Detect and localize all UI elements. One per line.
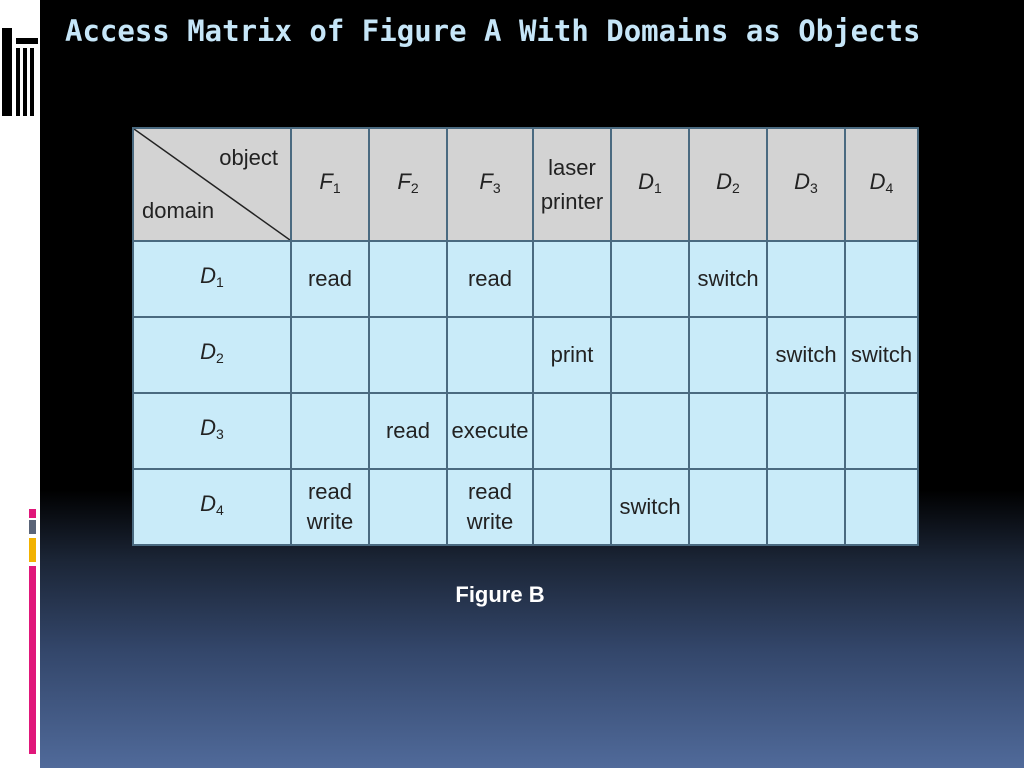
table-cell: switch	[610, 468, 690, 546]
diagonal-line	[134, 129, 290, 240]
table-cell	[532, 468, 612, 546]
corner-object-label: object	[219, 145, 278, 170]
table-cell	[844, 240, 919, 318]
column-header: laser printer	[532, 127, 612, 242]
column-header: F1	[290, 127, 370, 242]
table-cell	[688, 392, 768, 470]
table-cell: read	[290, 240, 370, 318]
column-header: D2	[688, 127, 768, 242]
row-header-label: D3	[200, 415, 224, 442]
column-header-label: D4	[869, 168, 894, 196]
table-cell: read	[368, 392, 448, 470]
table-row: D2 print switch switch	[132, 316, 919, 394]
table-cell	[290, 392, 370, 470]
table-cell	[766, 240, 846, 318]
column-header-label: F1	[319, 168, 341, 196]
table-cell	[446, 316, 534, 394]
table-cell: execute	[446, 392, 534, 470]
table-cell	[368, 316, 448, 394]
table-cell	[766, 392, 846, 470]
table-cell	[610, 392, 690, 470]
column-header-label: D1	[638, 168, 662, 196]
table-cell	[844, 468, 919, 546]
table-cell	[532, 240, 612, 318]
slide-title: Access Matrix of Figure A With Domains a…	[65, 14, 921, 48]
table-cell	[368, 240, 448, 318]
table-cell	[368, 468, 448, 546]
column-header-label: D3	[794, 168, 818, 196]
table-row: D1 read read switch	[132, 240, 919, 318]
column-header: D4	[844, 127, 919, 242]
table-cell: switch	[844, 316, 919, 394]
corner-header-cell: object domain	[132, 127, 292, 242]
column-header-label: F2	[397, 168, 419, 196]
column-header-label: F3	[479, 168, 501, 196]
table-cell: print	[532, 316, 612, 394]
row-header-label: D2	[200, 339, 224, 366]
column-header: D3	[766, 127, 846, 242]
corner-domain-label: domain	[142, 198, 215, 223]
table-cell	[290, 316, 370, 394]
accent-bar-magenta-long	[29, 566, 36, 754]
slide-logo	[0, 18, 40, 118]
table-cell	[688, 316, 768, 394]
figure-caption: Figure B	[455, 582, 545, 607]
row-header: D1	[132, 240, 292, 318]
column-header: F3	[446, 127, 534, 242]
table-cell: read	[446, 240, 534, 318]
column-header: F2	[368, 127, 448, 242]
table-cell: switch	[688, 240, 768, 318]
table-cell	[844, 392, 919, 470]
column-header-label: laser printer	[540, 154, 604, 214]
column-header-label: D2	[716, 168, 740, 196]
table-cell: switch	[766, 316, 846, 394]
access-matrix-table: object domain F1 F2 F3 laser printer D1 …	[132, 127, 919, 546]
row-header: D2	[132, 316, 292, 394]
table-row: D3 read execute	[132, 392, 919, 470]
accent-bar-magenta-small	[29, 509, 36, 518]
table-cell	[610, 316, 690, 394]
table-cell	[688, 468, 768, 546]
accent-bar-yellow	[29, 538, 36, 562]
table-cell	[610, 240, 690, 318]
column-header: D1	[610, 127, 690, 242]
table-cell	[766, 468, 846, 546]
accent-bar-gray	[29, 520, 36, 534]
row-header: D3	[132, 392, 292, 470]
row-header: D4	[132, 468, 292, 546]
row-header-label: D1	[200, 263, 224, 290]
header-row: object domain F1 F2 F3 laser printer D1 …	[132, 127, 919, 242]
row-header-label: D4	[200, 491, 224, 518]
table-cell	[532, 392, 612, 470]
